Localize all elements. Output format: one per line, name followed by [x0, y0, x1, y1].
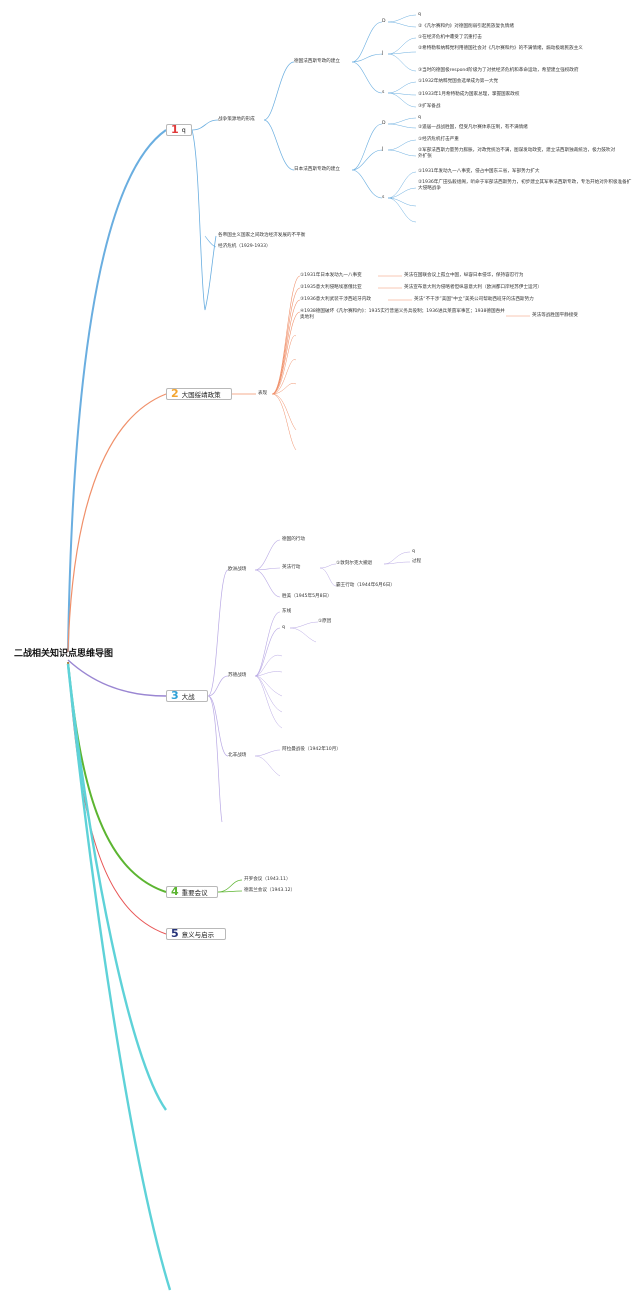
topic-3-number: 3 — [171, 689, 179, 702]
appeasement-event[interactable]: ②1935意大利侵略埃塞俄比亚 — [300, 285, 362, 290]
appeasement-event[interactable]: ①1931年日本发动九一八事变 — [300, 273, 362, 278]
germany-j-item[interactable]: ①在经济危机中遭受了沉重打击 — [418, 35, 482, 40]
economic-crisis-node[interactable]: 经济危机（1929-1933） — [218, 244, 271, 249]
japan-s-item[interactable]: ①1931年发动九一八事变，侵占中国东三省，军部势力扩大 — [418, 169, 540, 174]
appeasement-response[interactable]: 英法等战胜国平静接受 — [532, 313, 578, 318]
topic-2-node[interactable]: 2 大国绥靖政策 — [166, 388, 232, 400]
europe-front-node[interactable]: 欧洲战场 — [228, 567, 247, 572]
japan-j-item[interactable]: ①经济危机打击严重 — [418, 137, 459, 142]
conference-item[interactable]: 开罗会议（1943.11） — [244, 877, 291, 882]
germany-label-s: s — [382, 90, 385, 95]
topic-4-node[interactable]: 4 重要会议 — [166, 886, 218, 898]
soviet-front-node[interactable]: 苏德战场 — [228, 673, 247, 678]
japan-label-d: D — [382, 121, 386, 126]
topic-1-node[interactable]: 1 q — [166, 124, 192, 136]
appeasement-response[interactable]: 英法宣布意大利为侵略者但纵容意大利（欧洲都口岸经苏伊士运河） — [404, 285, 542, 290]
africa-front-node[interactable]: 北非战场 — [228, 753, 247, 758]
topic-1-number: 1 — [171, 123, 179, 136]
japan-s-item[interactable]: ②1936年广田弘毅组阁，听命于军部法西斯势力，初步建立其军事法西斯专政，专治开… — [418, 180, 632, 191]
soviet-item[interactable]: q — [282, 625, 285, 630]
appeasement-event[interactable]: ③1936意大利武装干涉西班牙内政 — [300, 297, 371, 302]
europe-item[interactable]: 英法行动 — [282, 565, 301, 570]
topic-5-number: 5 — [171, 927, 179, 940]
appeasement-event[interactable]: ④1938德国破坏《凡尔赛和约》：1935实行普遍义务兵役制；1936进兵莱茵军… — [300, 309, 505, 320]
africa-item[interactable]: 阿拉曼战役（1942年10月） — [282, 747, 341, 752]
soviet-sub-item[interactable]: ①原因 — [318, 619, 332, 624]
japan-label-s: s — [382, 195, 385, 200]
topic-2-number: 2 — [171, 387, 179, 400]
topic-4-number: 4 — [171, 885, 179, 898]
france-action-item[interactable]: ①敦刻尔克大撤退 — [336, 561, 373, 566]
germany-j-item[interactable]: ③当时的德国极respond阶级为了对抗经济危机和革命运动，希望建立强权政府 — [418, 68, 579, 73]
germany-j-item[interactable]: ②希特勒和纳粹党利用德国社会对《凡尔赛和约》的不满情绪，煽动极端民族主义 — [418, 46, 583, 51]
topic-5-label: 意义与启示 — [181, 931, 215, 939]
europe-item[interactable]: 胜美（1945年5月8日） — [282, 594, 332, 599]
germany-s-item[interactable]: ③扩军备战 — [418, 104, 441, 109]
germany-node[interactable]: 德国法西斯专政的建立 — [294, 59, 340, 64]
dunkirk-item[interactable]: 过程 — [412, 559, 422, 564]
uneven-development-node[interactable]: 各帝国主义国家之间政治经济发展的不平衡 — [218, 233, 306, 238]
france-action-item[interactable]: 霸王行动（1944年6月6日） — [336, 583, 395, 588]
conference-item[interactable]: 德黑兰会议（1943.12） — [244, 888, 296, 893]
japan-node[interactable]: 日本法西斯专政的建立 — [294, 167, 340, 172]
germany-s-item[interactable]: ①1932年纳粹党国会选举成为第一大党 — [418, 79, 499, 84]
japan-d-item[interactable]: ②遥居一战战胜国，但受凡尔赛体系压制，有不满情绪 — [418, 125, 528, 130]
japan-d-item[interactable]: q — [418, 115, 421, 120]
germany-label-d: D — [382, 19, 386, 24]
topic-3-node[interactable]: 3 大战 — [166, 690, 208, 702]
map-title: 二战相关知识点思维导图 — [14, 649, 114, 659]
war-source-node[interactable]: 战争策源地的形成 — [218, 117, 255, 122]
germany-s-item[interactable]: ②1933年1月希特勒成为国家总理，掌握国家政权 — [418, 92, 520, 97]
appeasement-response[interactable]: 英法在国联会议上孤立中国，纵容日本侵华，保持容忍行为 — [404, 273, 524, 278]
germany-d-item[interactable]: q — [418, 12, 421, 17]
appeasement-response[interactable]: 英法“不干涉”美国“中立”美英公司帮助西班牙的法西斯势力 — [414, 297, 534, 302]
topic-2-label: 大国绥靖政策 — [181, 391, 221, 399]
germany-label-j: J — [382, 51, 384, 56]
germany-d-item[interactable]: ②《凡尔赛和约》对德国削弱引起民族复仇情绪 — [418, 24, 514, 29]
appeasement-manifestation-node[interactable]: 表现 — [258, 391, 268, 396]
japan-j-item[interactable]: ②军部法西斯力量势力膨胀，对政党统治不满，图谋发动政变，建立法西斯独裁统治，极力… — [418, 148, 616, 159]
topic-4-label: 重要会议 — [181, 889, 208, 897]
topic-1-label: q — [181, 126, 186, 134]
europe-item[interactable]: 德国的行动 — [282, 537, 305, 542]
topic-3-label: 大战 — [181, 693, 195, 701]
dunkirk-item[interactable]: q — [412, 549, 415, 554]
soviet-item[interactable]: 东线 — [282, 609, 292, 614]
japan-label-j: J — [382, 147, 384, 152]
topic-5-node[interactable]: 5 意义与启示 — [166, 928, 226, 940]
